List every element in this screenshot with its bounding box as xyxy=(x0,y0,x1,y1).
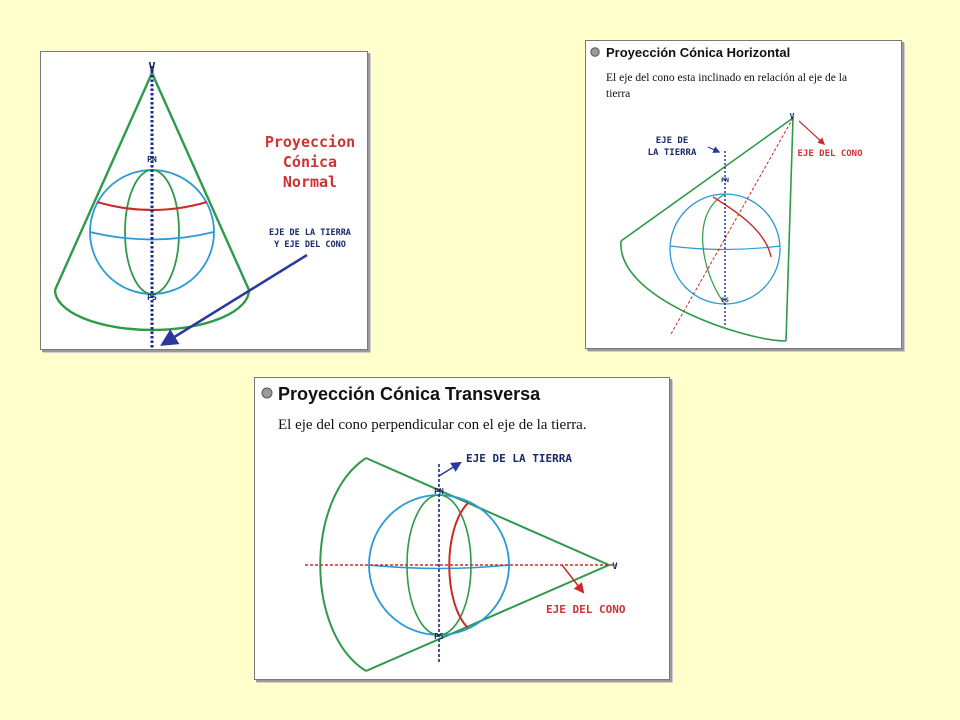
earth-axis-arrow xyxy=(707,146,721,153)
earth-axis-label: EJE DE LA TIERRA xyxy=(466,452,572,465)
cone-axis-arrow xyxy=(798,120,826,145)
projection-title-line: Normal xyxy=(283,173,337,191)
bullet-icon xyxy=(261,387,273,399)
vertex-label: V xyxy=(612,562,618,572)
panel-title: Proyección Cónica Transversa xyxy=(278,384,541,404)
cone-base xyxy=(620,240,787,342)
cone-base xyxy=(53,289,251,332)
panel-conic-horizontal: Proyección Cónica Horizontal El eje del … xyxy=(585,40,902,349)
tangent-circle xyxy=(712,196,772,258)
globe-meridian xyxy=(702,193,726,305)
pole-south-label: PS xyxy=(434,632,444,641)
panel-description-line: El eje del cono esta inclinado en relaci… xyxy=(606,72,847,84)
projection-title-line: Proyeccion xyxy=(265,133,355,151)
axis-label: EJE DE LA TIERRA Y EJE DEL CONO xyxy=(269,228,351,250)
projection-title-line: Cónica xyxy=(283,153,337,171)
cone-axis-label: EJE DEL CONO xyxy=(546,603,626,616)
projection-title: Proyeccion Cónica Normal xyxy=(265,133,355,191)
cone-axis-label: EJE DEL CONO xyxy=(797,149,863,159)
earth-axis-arrow xyxy=(438,461,462,477)
pole-north-label: PN xyxy=(434,487,444,496)
pole-north-label: PN xyxy=(721,176,729,184)
diagram-conic-transverse: Proyección Cónica Transversa El eje del … xyxy=(261,384,626,672)
earth-axis-label-line: EJE DE xyxy=(656,136,689,146)
vertex-label: V xyxy=(790,112,795,121)
axis-label-line: Y EJE DEL CONO xyxy=(274,240,346,250)
pole-south-label: PS xyxy=(147,293,157,302)
panel-conic-transverse: Proyección Cónica Transversa El eje del … xyxy=(254,377,670,680)
diagram-conic-normal: V PN PS Proyeccion Cónica Normal EJE DE … xyxy=(53,60,355,349)
panel-title: Proyección Cónica Horizontal xyxy=(606,45,790,60)
globe-equator xyxy=(368,564,510,570)
cone-axis xyxy=(670,117,794,335)
panel-conic-normal: V PN PS Proyeccion Cónica Normal EJE DE … xyxy=(40,51,368,350)
tangent-circle xyxy=(448,502,469,629)
tangent-circle xyxy=(96,200,208,212)
diagram-conic-horizontal: Proyección Cónica Horizontal El eje del … xyxy=(590,45,863,342)
bullet-icon xyxy=(590,47,600,57)
vertex-label: V xyxy=(148,60,155,74)
panel-description-line: tierra xyxy=(606,88,630,100)
axis-label-line: EJE DE LA TIERRA xyxy=(269,228,351,238)
cone-axis-arrow xyxy=(561,564,585,594)
cone-outline xyxy=(365,457,612,672)
pole-south-label: PS xyxy=(721,296,729,304)
panel-description: El eje del cono perpendicular con el eje… xyxy=(278,417,587,433)
earth-axis-label-line: LA TIERRA xyxy=(648,148,697,158)
pole-north-label: PN xyxy=(147,155,157,164)
axis-pointer-arrow xyxy=(160,253,308,346)
